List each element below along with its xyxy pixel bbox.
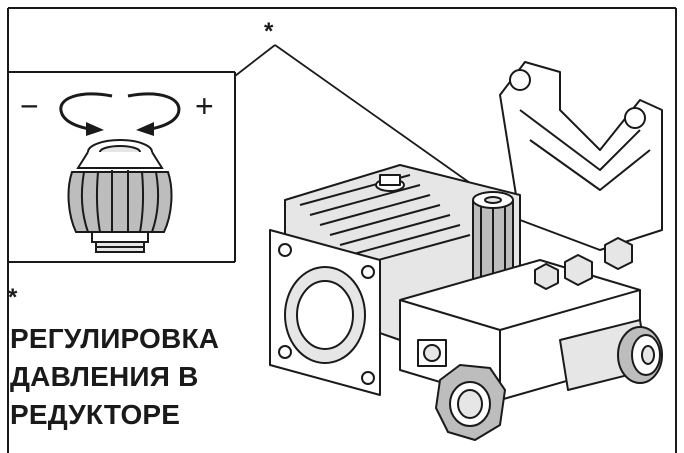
pump-assembly-icon [269,61,663,441]
caption-line-1: РЕГУЛИРОВКА [10,323,220,354]
caption-line-3: РЕДУКТОРЕ [10,399,181,430]
rotation-arrows-icon [59,92,181,136]
outer-border [7,7,677,453]
caption-line-2: ДАВЛЕНИЯ В [10,361,199,392]
decrease-sign: − [20,88,39,124]
inset-asterisk-marker: * [8,284,18,311]
leader-lines [234,44,488,196]
top-asterisk-marker: * [264,18,274,45]
pressure-knob-icon [67,139,173,253]
caption-block: РЕГУЛИРОВКА ДАВЛЕНИЯ В РЕДУКТОРЕ [10,320,219,434]
inset-box [8,71,236,263]
increase-sign: + [195,88,214,124]
